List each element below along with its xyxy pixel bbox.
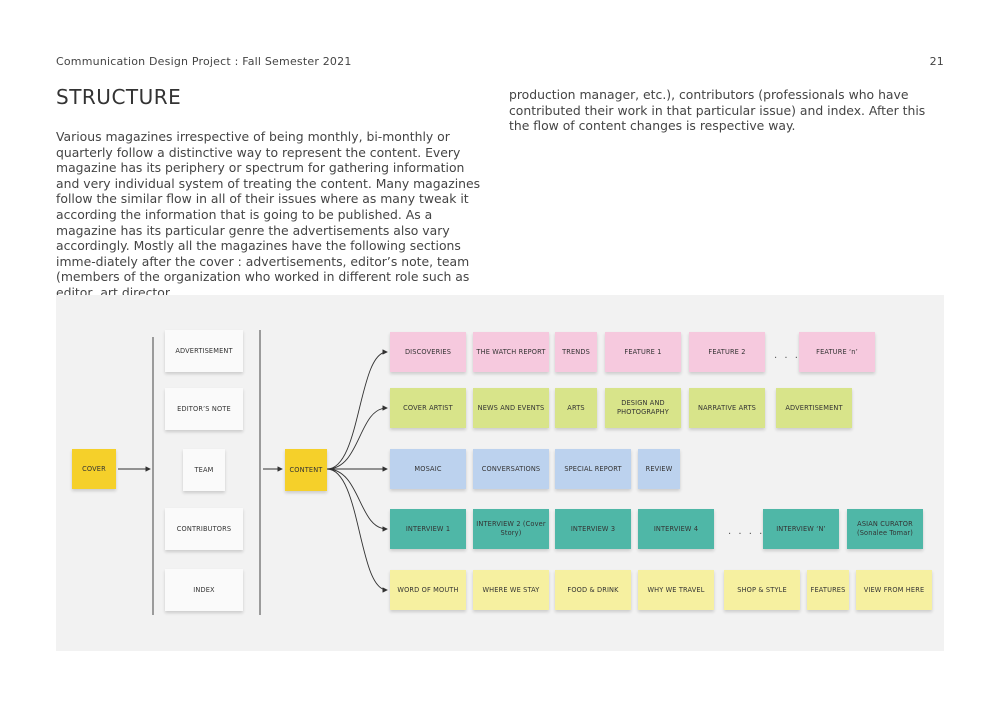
body-text-left: Various magazines irrespective of being … xyxy=(56,129,481,300)
section-narrative-arts: NARRATIVE ARTS xyxy=(689,388,765,428)
section-mosaic: MOSAIC xyxy=(390,449,466,489)
section-features: FEATURES xyxy=(807,570,849,610)
section-cover-artist: COVER ARTIST xyxy=(390,388,466,428)
section-advertisement: ADVERTISEMENT xyxy=(776,388,852,428)
section-feature-2: FEATURE 2 xyxy=(689,332,765,372)
section-arts: ARTS xyxy=(555,388,597,428)
front-matter-team: TEAM xyxy=(183,449,225,491)
section-why-we-travel: WHY WE TRAVEL xyxy=(638,570,714,610)
front-matter-index: INDEX xyxy=(165,569,243,611)
section-news-and-events: NEWS AND EVENTS xyxy=(473,388,549,428)
section-asian-curator: ASIAN CURATOR (Sonalee Tomar) xyxy=(847,509,923,549)
section-interview-3: INTERVIEW 3 xyxy=(555,509,631,549)
section-interview-4: INTERVIEW 4 xyxy=(638,509,714,549)
section-review: REVIEW xyxy=(638,449,680,489)
section-view-from-here: VIEW FROM HERE xyxy=(856,570,932,610)
ellipsis-teal: . . . . xyxy=(728,526,765,537)
body-text-right: production manager, etc.), contributors … xyxy=(509,87,926,134)
content-note: CONTENT xyxy=(285,449,327,491)
section-word-of-mouth: WORD OF MOUTH xyxy=(390,570,466,610)
magazine-structure-diagram: COVER ADVERTISEMENT EDITOR’S NOTE TEAM C… xyxy=(56,295,944,651)
section-feature-1: FEATURE 1 xyxy=(605,332,681,372)
section-feature-n: FEATURE ‘n’ xyxy=(799,332,875,372)
section-discoveries: DISCOVERIES xyxy=(390,332,466,372)
front-matter-contributors: CONTRIBUTORS xyxy=(165,508,243,550)
front-matter-advertisement: ADVERTISEMENT xyxy=(165,330,243,372)
diagram-connectors xyxy=(118,330,388,615)
project-header: Communication Design Project : Fall Seme… xyxy=(56,55,352,68)
arrow-row-lime xyxy=(326,405,388,470)
section-interview-n: INTERVIEW ‘N’ xyxy=(763,509,839,549)
section-trends: TRENDS xyxy=(555,332,597,372)
arrow-row-pink xyxy=(326,349,388,470)
cover-note: COVER xyxy=(72,449,116,489)
section-interview-2: INTERVIEW 2 (Cover Story) xyxy=(473,509,549,549)
arrow-row-teal xyxy=(326,468,388,532)
page-number: 21 xyxy=(929,55,944,68)
section-food-and-drink: FOOD & DRINK xyxy=(555,570,631,610)
section-where-we-stay: WHERE WE STAY xyxy=(473,570,549,610)
section-the-watch-report: THE WATCH REPORT xyxy=(473,332,549,372)
section-special-report: SPECIAL REPORT xyxy=(555,449,631,489)
ellipsis-pink: . . . . xyxy=(774,350,811,361)
section-conversations: CONVERSATIONS xyxy=(473,449,549,489)
section-interview-1: INTERVIEW 1 xyxy=(390,509,466,549)
section-shop-and-style: SHOP & STYLE xyxy=(724,570,800,610)
arrow-row-cream xyxy=(326,468,388,593)
section-title: STRUCTURE xyxy=(56,85,182,109)
section-design-and-photography: DESIGN AND PHOTOGRAPHY xyxy=(605,388,681,428)
front-matter-editors-note: EDITOR’S NOTE xyxy=(165,388,243,430)
